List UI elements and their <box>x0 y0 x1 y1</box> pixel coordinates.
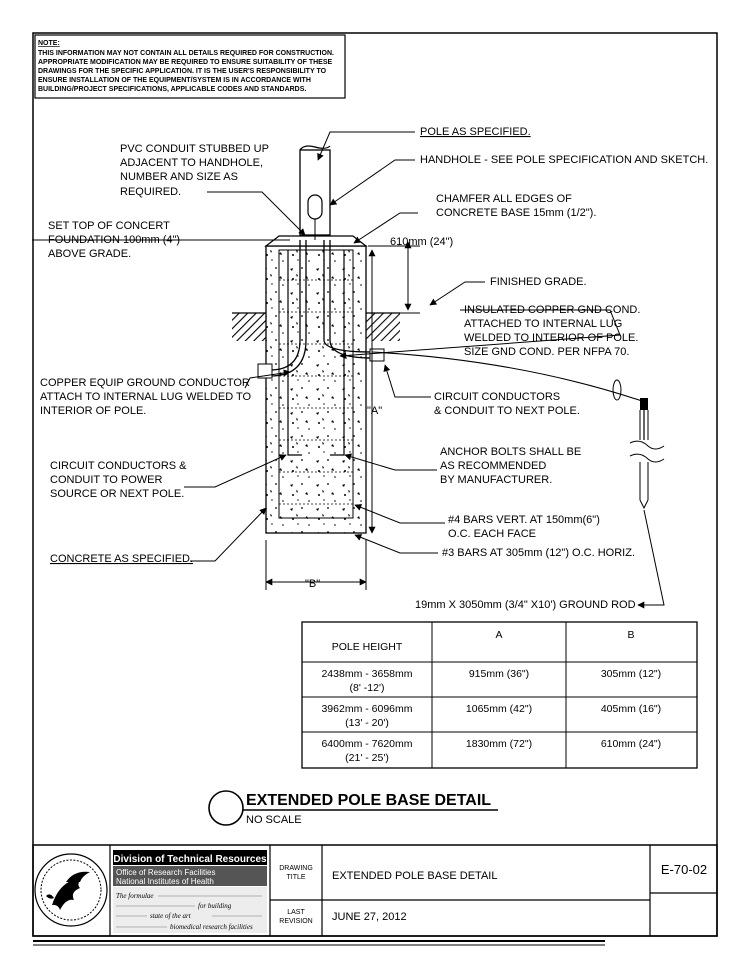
note-line: THIS INFORMATION MAY NOT CONTAIN ALL DET… <box>38 50 334 57</box>
callout-circuit-next: & CONDUIT TO NEXT POLE. <box>434 405 580 417</box>
drawing-number: E-70-02 <box>661 862 707 877</box>
table-cell: (21' - 25') <box>345 752 389 764</box>
table-header-b: B <box>627 629 634 641</box>
callout-copper-equip: ATTACH TO INTERNAL LUG WELDED TO <box>40 391 252 403</box>
table-cell: (8' -12') <box>350 682 385 694</box>
callout-chamfer: CONCRETE BASE 15mm (1/2"). <box>436 207 596 219</box>
note-line: APPROPRIATE MODIFICATION MAY BE REQUIRED… <box>38 59 332 66</box>
note-line: DRAWINGS FOR THE SPECIFIC APPLICATION. I… <box>38 68 327 75</box>
formula-text: for building <box>198 902 232 910</box>
last-revision-date: JUNE 27, 2012 <box>332 911 407 923</box>
callout-concrete: CONCRETE AS SPECIFIED. <box>50 553 193 565</box>
callout-anchor: BY MANUFACTURER. <box>440 474 552 486</box>
title-block: Division of Technical Resources Office o… <box>32 844 718 937</box>
dimensions <box>265 241 420 590</box>
hhs-eagle-seal-icon <box>34 853 108 927</box>
dimension-b: "B" <box>305 578 320 590</box>
callout-pvc: REQUIRED. <box>120 186 181 198</box>
formula-text: biomedical research facilities <box>170 923 253 931</box>
note-line: BUILDING/PROJECT SPECIFICATIONS, APPLICA… <box>38 86 306 93</box>
table-cell: 1065mm (42") <box>466 703 532 715</box>
drawing-title: EXTENDED POLE BASE DETAIL <box>332 870 497 882</box>
concrete-foundation <box>257 235 385 534</box>
callout-circuit-power: CONDUIT TO POWER <box>50 474 163 486</box>
note-heading: NOTE: <box>38 40 60 47</box>
org-line1: Office of Research Facilities <box>116 868 215 877</box>
callout-anchor: AS RECOMMENDED <box>440 460 546 472</box>
callout-copper-equip: INTERIOR OF POLE. <box>40 405 146 417</box>
callout-anchor: ANCHOR BOLTS SHALL BE <box>440 446 581 458</box>
callout-pole: POLE AS SPECIFIED. <box>420 126 531 138</box>
callout-insulated: WELDED TO INTERIOR OF POLE. <box>464 332 638 344</box>
formula-text: state of the art <box>150 912 192 920</box>
callout-labels: POLE AS SPECIFIED. HANDHOLE - SEE POLE S… <box>40 126 708 611</box>
callout-insulated: ATTACHED TO INTERNAL LUG <box>464 318 622 330</box>
pole <box>299 145 331 240</box>
callout-finished-grade: FINISHED GRADE. <box>490 276 587 288</box>
table-cell: 2438mm - 3658mm <box>321 668 412 680</box>
table-cell: 405mm (16") <box>601 703 661 715</box>
callout-insulated: INSULATED COPPER GND COND. <box>464 304 640 316</box>
org-name: Division of Technical Resources <box>113 854 267 865</box>
table-cell: 610mm (24") <box>601 738 661 750</box>
callout-set-top: SET TOP OF CONCERT <box>48 220 170 232</box>
callout-ground-rod: 19mm X 3050mm (3/4" X10') GROUND ROD <box>415 599 636 611</box>
callout-pvc: ADJACENT TO HANDHOLE, <box>120 157 263 169</box>
callout-circuit-next: CIRCUIT CONDUCTORS <box>434 391 560 403</box>
callout-chamfer: CHAMFER ALL EDGES OF <box>436 193 572 205</box>
callout-bars4: #4 BARS VERT. AT 150mm(6") <box>448 514 600 526</box>
drawing-title-label: TITLE <box>286 874 305 881</box>
org-line2: National Institutes of Health <box>116 877 214 886</box>
general-note: NOTE: THIS INFORMATION MAY NOT CONTAIN A… <box>34 34 346 99</box>
pole-dimension-table: POLE HEIGHT A B 2438mm - 3658mm (8' -12'… <box>301 621 698 769</box>
dimension-610: 610mm (24") <box>390 236 453 248</box>
table-header-a: A <box>495 629 502 641</box>
ground-rod <box>371 351 665 609</box>
note-line: ENSURE INSTALLATION OF THE EQUIPMENT/SYS… <box>38 77 311 84</box>
callout-bars3: #3 BARS AT 305mm (12") O.C. HORIZ. <box>442 547 635 559</box>
table-cell: 3962mm - 6096mm <box>321 703 412 715</box>
detail-title-text: EXTENDED POLE BASE DETAIL <box>246 792 491 809</box>
leader-lines <box>32 131 621 562</box>
table-cell: (13' - 20') <box>345 717 389 729</box>
callout-pvc: PVC CONDUIT STUBBED UP <box>120 143 269 155</box>
table-cell: 6400mm - 7620mm <box>321 738 412 750</box>
table-cell: 1830mm (72") <box>466 738 532 750</box>
detail-scale: NO SCALE <box>246 814 302 826</box>
callout-circuit-power: CIRCUIT CONDUCTORS & <box>50 460 187 472</box>
detail-title: EXTENDED POLE BASE DETAIL NO SCALE <box>208 790 498 826</box>
callout-handhole: HANDHOLE - SEE POLE SPECIFICATION AND SK… <box>420 154 708 166</box>
callout-pvc: NUMBER AND SIZE AS <box>120 171 238 183</box>
callout-circuit-power: SOURCE OR NEXT POLE. <box>50 488 184 500</box>
callout-insulated: SIZE GND COND. PER NFPA 70. <box>464 346 629 358</box>
formula-text: The formulae <box>116 892 154 900</box>
callout-set-top: ABOVE GRADE. <box>48 248 131 260</box>
table-header-height: POLE HEIGHT <box>332 641 403 653</box>
table-cell: 305mm (12") <box>601 668 661 680</box>
callout-bars4: O.C. EACH FACE <box>448 528 536 540</box>
callout-copper-equip: COPPER EQUIP GROUND CONDUCTOR <box>40 377 250 389</box>
last-revision-label: REVISION <box>279 918 312 925</box>
dimension-a: "A" <box>367 405 382 417</box>
drawing-title-label: DRAWING <box>279 865 313 872</box>
table-cell: 915mm (36") <box>469 668 529 680</box>
last-revision-label: LAST <box>287 909 305 916</box>
callout-set-top: FOUNDATION 100mm (4") <box>48 234 180 246</box>
